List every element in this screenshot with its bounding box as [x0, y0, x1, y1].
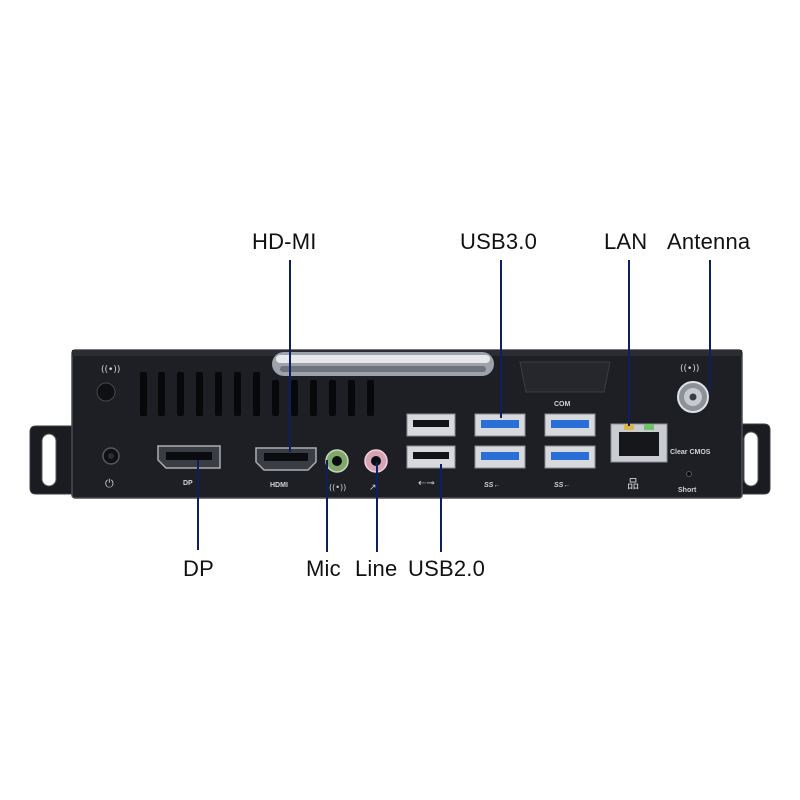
usb30-ports-left	[474, 413, 526, 469]
leader-lan	[628, 260, 630, 426]
mic-icon: ((•))	[329, 483, 346, 492]
callout-usb20: USB2.0	[408, 556, 486, 581]
hdmi-port	[255, 447, 317, 471]
lan-port	[610, 423, 668, 463]
leader-line	[376, 462, 378, 552]
round-button[interactable]	[96, 382, 116, 402]
clear-cmos-label: Clear CMOS	[670, 449, 711, 456]
antenna-connector	[677, 381, 709, 413]
usb3-icon-left: SS←	[484, 482, 500, 489]
com-label: COM	[554, 401, 571, 408]
network-icon: 品	[627, 477, 639, 491]
callout-hdmi: HD-MI	[252, 229, 317, 254]
leader-dp	[197, 460, 199, 550]
com-port-cover	[519, 361, 611, 393]
displayport-port	[157, 445, 221, 469]
callout-dp: DP	[183, 556, 214, 581]
usb20-ports	[406, 413, 456, 469]
callout-mic: Mic	[306, 556, 341, 581]
svg-text:((•)): ((•))	[101, 365, 120, 375]
short-label: Short	[678, 487, 697, 494]
usb-icon: ⇠⊸	[418, 478, 435, 489]
line-icon: ↗	[369, 483, 377, 493]
leader-hdmi	[289, 260, 291, 452]
callout-usb30: USB3.0	[460, 229, 538, 254]
antenna-wireless-icon: ((•))	[680, 364, 699, 374]
handle-bar	[272, 352, 494, 376]
vent-slots	[140, 372, 374, 416]
dp-port-label: DP	[183, 480, 193, 487]
leader-mic	[326, 460, 328, 552]
wireless-icon: ((•))	[101, 365, 120, 375]
usb3-icon-right: SS←	[554, 482, 570, 489]
leader-antenna	[709, 260, 711, 390]
usb30-ports-right	[544, 413, 596, 469]
callout-line: Line	[355, 556, 398, 581]
callout-lan: LAN	[604, 229, 648, 254]
left-mounting-bracket	[29, 425, 79, 495]
power-button[interactable]	[102, 447, 120, 465]
leader-usb20	[440, 464, 442, 552]
mic-jack	[325, 449, 349, 473]
clear-cmos-pinhole[interactable]	[686, 471, 692, 477]
power-icon: ⏻	[105, 477, 114, 490]
hdmi-port-label: HDMI	[270, 482, 288, 489]
callout-antenna: Antenna	[667, 229, 751, 254]
leader-usb30	[500, 260, 502, 418]
